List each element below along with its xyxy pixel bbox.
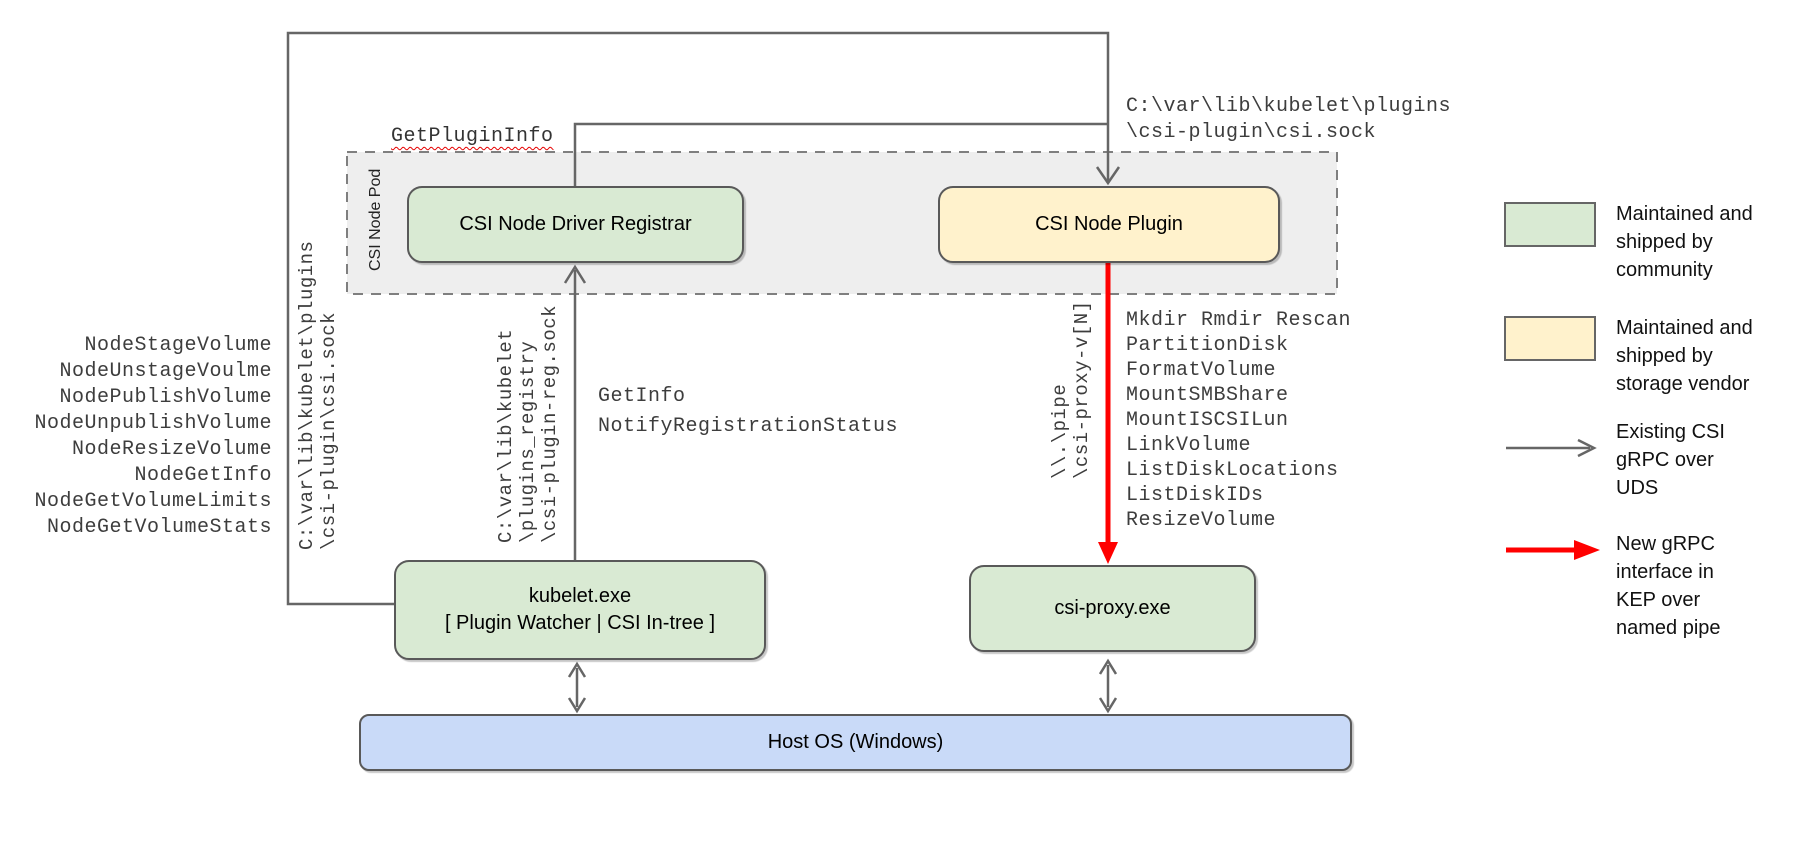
named-pipe-arrowhead xyxy=(1098,542,1118,564)
csi-node-driver-registrar-box: CSI Node Driver Registrar xyxy=(407,186,744,263)
legend-community-swatch xyxy=(1504,202,1596,247)
kubelet-box: kubelet.exe [ Plugin Watcher | CSI In-tr… xyxy=(394,560,766,660)
csi-proxy-box: csi-proxy.exe xyxy=(969,565,1256,652)
legend-community-label: Maintained and shipped by community xyxy=(1616,203,1753,281)
registration-calls-label: GetInfo NotifyRegistrationStatus xyxy=(598,385,899,438)
legend-uds-label: Existing CSI gRPC over UDS xyxy=(1616,421,1725,499)
legend-uds-arrowhead xyxy=(1577,438,1597,458)
uds-path-registrar-join xyxy=(573,122,1108,186)
list-item: NodeGetVolumeLimits xyxy=(34,490,272,513)
uds-arrowhead-into-plugin xyxy=(1095,166,1121,186)
csi-node-pod-title: CSI Node Pod xyxy=(367,168,384,271)
list-item: Mkdir Rmdir Rescan xyxy=(1126,309,1352,332)
list-item: NodeUnpublishVolume xyxy=(34,412,272,435)
csi-sock-path-label-left: C:\var\lib\kubelet\plugins \csi-plugin\c… xyxy=(296,240,340,550)
list-item: ListDiskIDs xyxy=(1126,484,1264,507)
plugin-reg-sock-path-label: C:\var\lib\kubelet \plugins_registry \cs… xyxy=(495,304,561,543)
proxy-hostos-arrowhead-bottom xyxy=(1098,697,1118,714)
legend-pipe-label: New gRPC interface in KEP over named pip… xyxy=(1616,533,1721,639)
host-os-box: Host OS (Windows) xyxy=(359,714,1352,771)
list-item: ResizeVolume xyxy=(1126,509,1277,532)
legend-vendor-swatch xyxy=(1504,316,1596,361)
list-item: NodePublishVolume xyxy=(59,386,272,409)
list-item: PartitionDisk xyxy=(1126,334,1289,357)
registration-arrowhead xyxy=(563,264,587,284)
named-pipe-label: \\.\pipe \csi-proxy-v[N] xyxy=(1049,300,1093,479)
list-item: NodeStageVolume xyxy=(84,334,272,357)
legend-pipe-arrowhead xyxy=(1574,540,1600,560)
list-item: LinkVolume xyxy=(1126,434,1252,457)
legend-vendor-label: Maintained and shipped by storage vendor xyxy=(1616,317,1753,395)
kubelet-hostos-arrowhead-top xyxy=(567,661,587,678)
list-item: FormatVolume xyxy=(1126,359,1277,382)
list-item: NodeUnstageVoulme xyxy=(59,360,272,383)
kubelet-hostos-arrowhead-bottom xyxy=(567,697,587,714)
uds-path-kubelet-to-plugin xyxy=(286,31,1110,606)
list-item: MountSMBShare xyxy=(1126,384,1289,407)
csi-node-plugin-box: CSI Node Plugin xyxy=(938,186,1280,263)
get-plugin-info-label: GetPluginInfo xyxy=(391,125,554,148)
list-item: ListDiskLocations xyxy=(1126,459,1339,482)
list-item: NodeGetInfo xyxy=(134,464,272,487)
list-item: NodeResizeVolume xyxy=(71,438,272,461)
proxy-hostos-arrowhead-top xyxy=(1098,658,1118,675)
list-item: MountISCSILun xyxy=(1126,409,1289,432)
list-item: NodeGetVolumeStats xyxy=(46,516,272,539)
csi-sock-path-label-top: C:\var\lib\kubelet\plugins \csi-plugin\c… xyxy=(1126,95,1452,144)
